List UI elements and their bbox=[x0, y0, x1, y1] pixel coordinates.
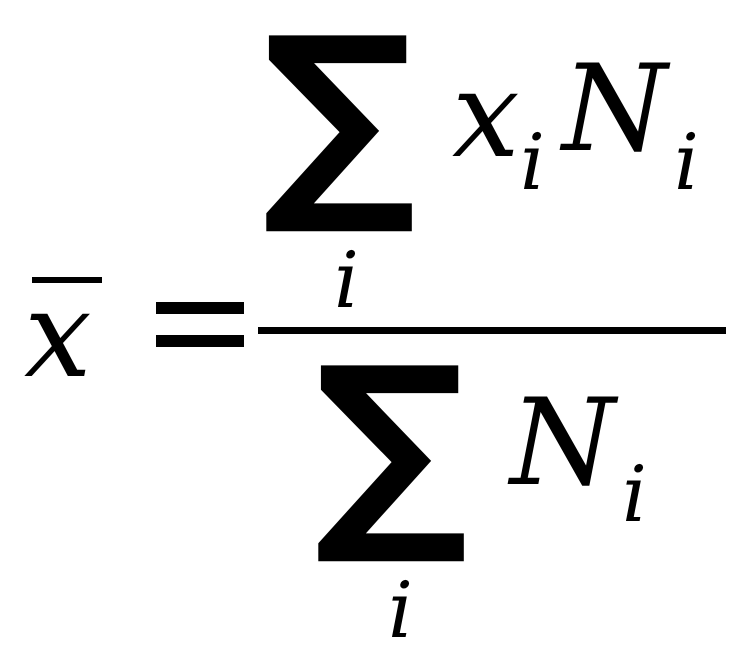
equals-top-bar bbox=[156, 302, 244, 314]
fraction-bar bbox=[258, 327, 726, 334]
numerator-term-n: N bbox=[562, 40, 667, 179]
x-bar-overline bbox=[32, 277, 102, 283]
denominator-term-n-subscript: i bbox=[622, 450, 647, 540]
denominator-sum-index: i bbox=[388, 566, 413, 656]
numerator-term-x-subscript: i bbox=[520, 118, 545, 208]
numerator-term-n-subscript: i bbox=[674, 118, 699, 208]
numerator-sum-symbol: ∑ bbox=[262, 0, 417, 241]
equals-bottom-bar bbox=[156, 335, 244, 347]
denominator-term-n: N bbox=[510, 374, 615, 513]
numerator-sum-index: i bbox=[334, 236, 359, 326]
denominator-sum-symbol: ∑ bbox=[314, 320, 469, 571]
lhs-variable-x: x bbox=[24, 266, 92, 405]
numerator-term-x: x bbox=[452, 46, 520, 185]
